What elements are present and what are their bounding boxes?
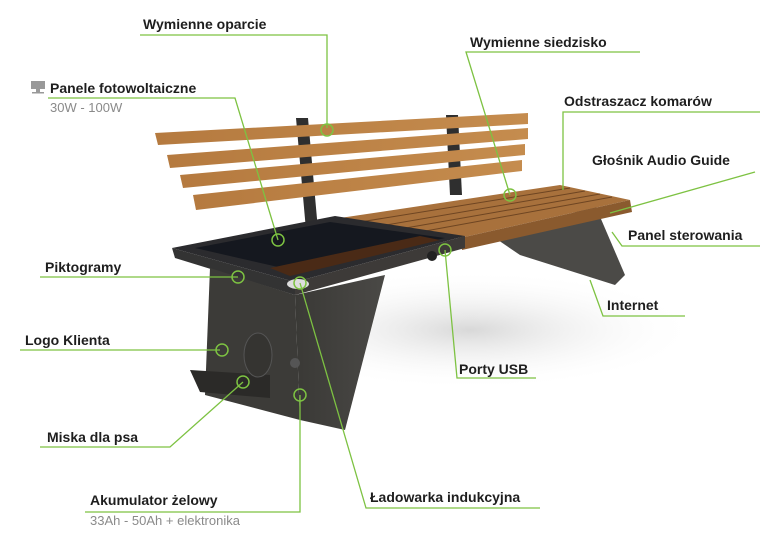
label-battery-sub: 33Ah - 50Ah + elektronika: [90, 513, 240, 528]
label-usb: Porty USB: [459, 361, 529, 377]
label-logo: Logo Klienta: [25, 332, 110, 348]
label-mosquito: Odstraszacz komarów: [564, 93, 712, 109]
label-battery: Akumulator żelowy: [90, 492, 218, 508]
label-seat: Wymienne siedzisko: [470, 34, 607, 50]
right-leg: [498, 205, 625, 285]
label-speaker: Głośnik Audio Guide: [592, 152, 730, 168]
solar-panel-icon: [31, 81, 45, 94]
dog-bowl: [190, 370, 270, 398]
label-control: Panel sterowania: [628, 227, 743, 243]
label-bowl: Miska dla psa: [47, 429, 139, 445]
label-internet: Internet: [607, 297, 659, 313]
label-wireless: Ładowarka indukcyjna: [370, 489, 521, 505]
label-pictograms: Piktogramy: [45, 259, 122, 275]
client-logo: [243, 332, 273, 378]
hand-pointer-icon: [215, 123, 517, 402]
usb-port: [427, 251, 437, 261]
label-backrest: Wymienne oparcie: [143, 16, 267, 32]
wireless-charger: [287, 279, 309, 289]
label-solar-sub: 30W - 100W: [50, 100, 123, 115]
label-solar: Panele fotowoltaiczne: [50, 80, 197, 96]
leader-lines: [20, 34, 760, 513]
seat: [340, 185, 630, 238]
backrest: [155, 113, 528, 210]
